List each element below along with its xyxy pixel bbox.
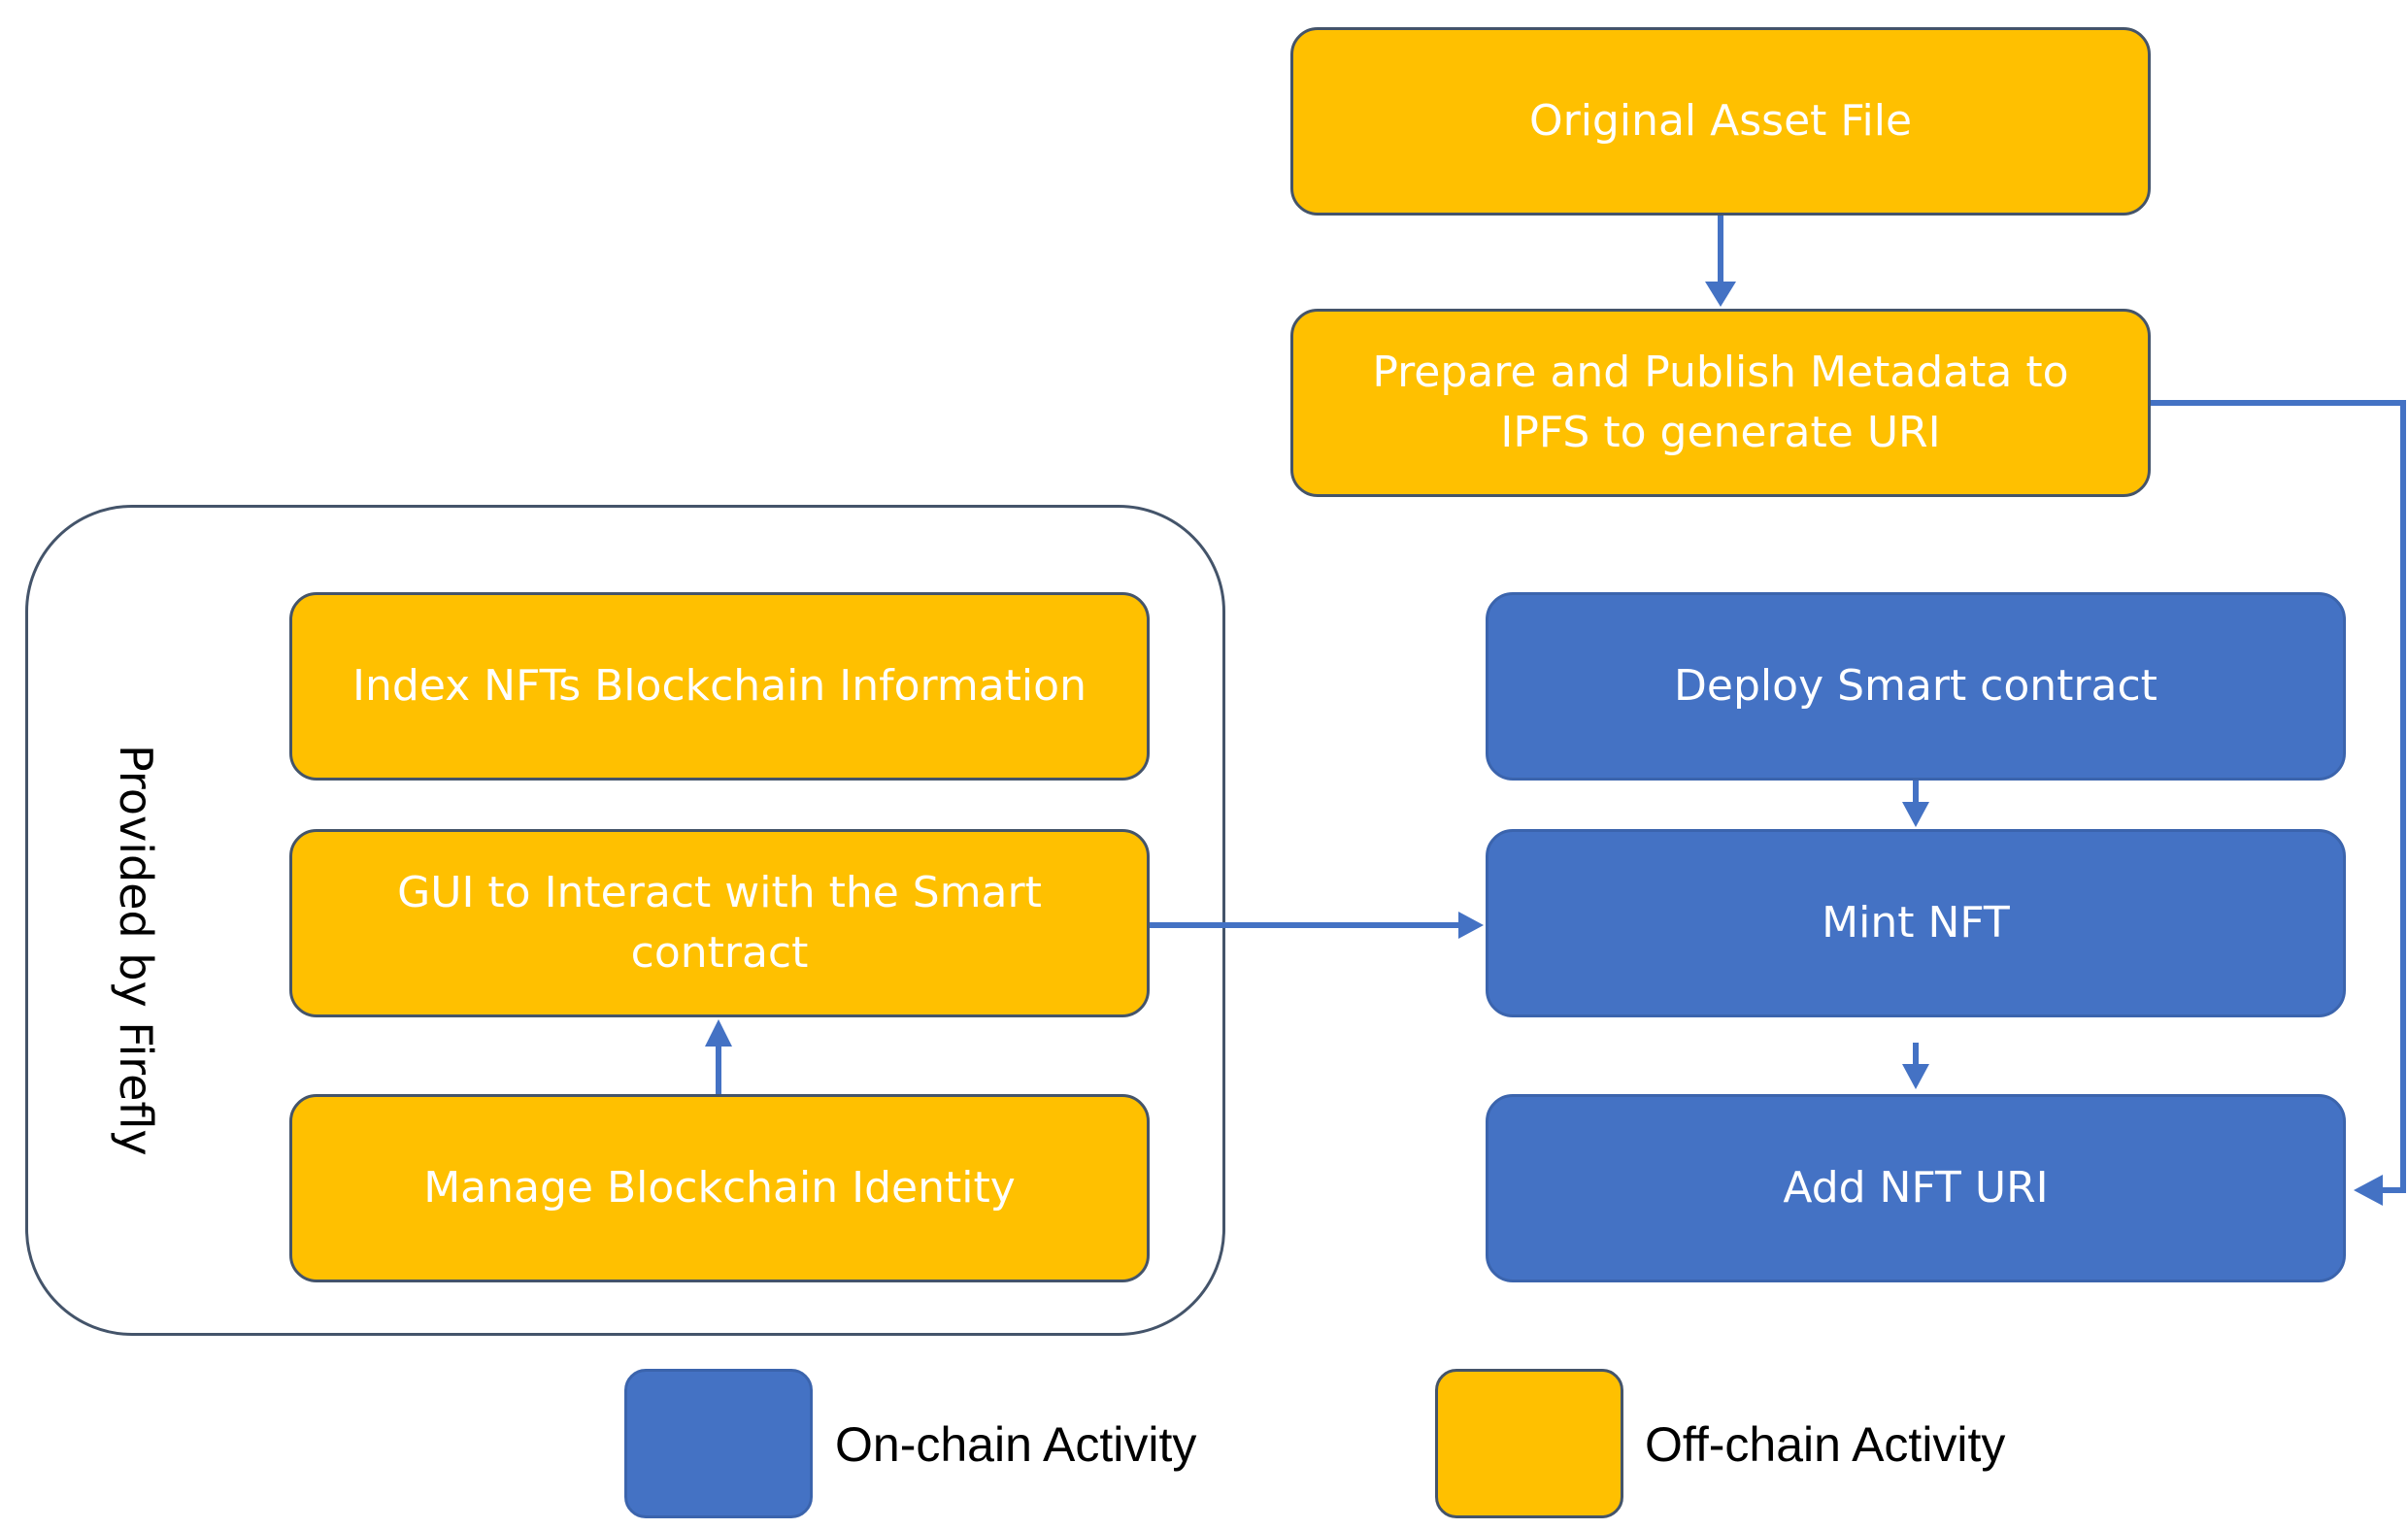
node-add-uri: Add NFT URI (1486, 1094, 2346, 1282)
firefly-group (25, 505, 1225, 1336)
node-gui-interact: GUI to Interact with the Smart contract (289, 829, 1150, 1017)
edge-gui-to-mint (1150, 912, 1484, 939)
node-label: Original Asset File (1528, 96, 1913, 146)
edge-manage-to-gui (705, 1019, 732, 1094)
edge-deploy-to-mint (1902, 781, 1929, 827)
legend-swatch-on-chain (624, 1369, 813, 1518)
node-original-asset: Original Asset File (1290, 27, 2151, 216)
node-index-nfts: Index NFTs Blockchain Information (289, 592, 1150, 781)
node-mint-nft: Mint NFT (1486, 829, 2346, 1017)
legend-label-on-chain: On-chain Activity (835, 1417, 1197, 1472)
node-label: Manage Blockchain Identity (423, 1163, 1016, 1213)
edge-original-to-prepare (1705, 216, 1736, 307)
edge-mint-to-add-uri (1902, 1043, 1929, 1089)
node-label: Add NFT URI (1783, 1163, 2049, 1213)
node-label: GUI to Interact with the Smart contract (397, 868, 1042, 978)
node-deploy-contract: Deploy Smart contract (1486, 592, 2346, 781)
node-manage-identity: Manage Blockchain Identity (289, 1094, 1150, 1282)
legend-label-off-chain: Off-chain Activity (1645, 1417, 2006, 1472)
node-label: Index NFTs Blockchain Information (352, 661, 1087, 711)
node-label: Prepare and Publish Metadata to IPFS to … (1372, 348, 2069, 457)
edge-prepare-to-add-uri (2151, 400, 2406, 1206)
node-label: Mint NFT (1822, 898, 2010, 947)
node-prepare-metadata: Prepare and Publish Metadata to IPFS to … (1290, 309, 2151, 497)
node-label: Deploy Smart contract (1674, 661, 2157, 711)
legend-swatch-off-chain (1435, 1369, 1623, 1518)
